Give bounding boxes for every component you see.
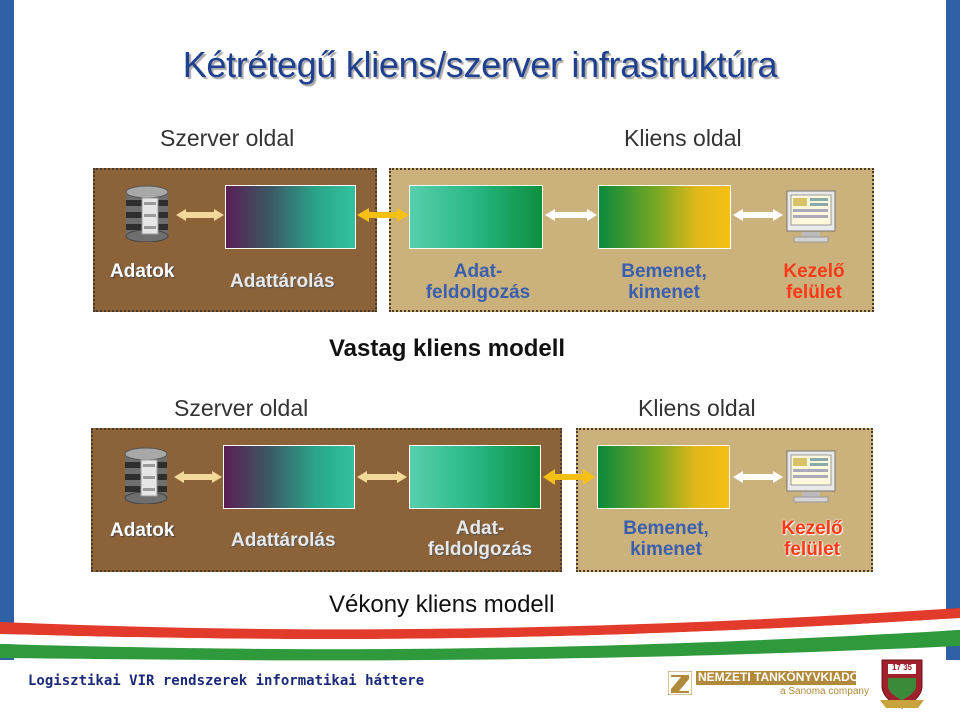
thin-label-kezelo-line2: felület <box>784 539 840 560</box>
thin-label-bemenet-line1: Bemenet, <box>623 518 709 539</box>
thin-server-side-label: Szerver oldal <box>174 395 309 421</box>
thin-label-kezelo: Kezelő felület <box>762 518 862 560</box>
thin-io-layer <box>597 445 730 509</box>
thick-label-adatok: Adatok <box>110 261 175 282</box>
thick-processing-layer <box>409 185 543 249</box>
thick-label-kezelo: Kezelő felület <box>764 261 864 303</box>
thick-label-adatfeldolgozas: Adat- feldolgozás <box>404 261 552 303</box>
arrow-processing-io <box>545 209 597 221</box>
thin-label-adatfeldolgozas: Adat- feldolgozás <box>406 518 554 560</box>
thick-label-kezelo-line1: Kezelő <box>783 261 845 282</box>
thin-label-adattarolas: Adattárolás <box>231 530 336 551</box>
arrow-db-storage-thin <box>174 471 222 483</box>
publisher-sub: a Sanoma company <box>780 686 869 697</box>
thick-label-bemenet: Bemenet, kimenet <box>596 261 732 303</box>
thin-client-side-label: Kliens oldal <box>638 395 756 421</box>
thin-label-bemenet-line2: kimenet <box>630 539 702 560</box>
thick-storage-layer <box>225 185 356 249</box>
thick-label-adatfeldolgozas-line2: feldolgozás <box>425 282 531 303</box>
monitor-icon <box>786 450 836 503</box>
thin-model-title: Vékony kliens modell <box>329 591 555 618</box>
thin-label-adatfeldolgozas-line1: Adat- <box>455 518 505 539</box>
arrow-processing-io-thin <box>543 469 595 485</box>
publisher-logo-icon <box>668 671 692 695</box>
thin-label-adatfeldolgozas-line2: feldolgozás <box>427 539 533 560</box>
database-icon <box>125 185 169 242</box>
arrow-storage-processing <box>357 208 409 222</box>
thick-label-bemenet-line1: Bemenet, <box>621 261 707 282</box>
thick-model-title: Vastag kliens modell <box>329 335 566 362</box>
thin-label-kezelo-line1: Kezelő <box>781 518 843 539</box>
university-crest-icon <box>880 659 924 709</box>
monitor-icon <box>786 190 836 243</box>
left-accent-bar <box>0 0 14 660</box>
thin-label-adatok: Adatok <box>110 520 175 541</box>
publisher-name: NEMZETI TANKÖNYVKIADÓ <box>698 670 860 684</box>
database-icon <box>124 447 168 504</box>
thick-client-side-label: Kliens oldal <box>624 125 742 151</box>
flag-ribbon <box>0 608 960 661</box>
arrow-io-ui <box>733 209 783 221</box>
thick-label-bemenet-line2: kimenet <box>628 282 700 303</box>
arrow-storage-processing-thin <box>357 471 407 483</box>
thick-label-adatfeldolgozas-line1: Adat- <box>453 261 503 282</box>
arrow-io-ui-thin <box>733 471 783 483</box>
publisher-logo-bar <box>696 671 856 685</box>
thin-label-bemenet: Bemenet, kimenet <box>598 518 734 560</box>
thin-processing-layer <box>409 445 541 509</box>
thick-server-side-label: Szerver oldal <box>160 125 295 151</box>
footer-text: Logisztikai VIR rendszerek informatikai … <box>28 673 425 689</box>
slide-title: Kétrétegű kliens/szerver infrastruktúra <box>182 44 778 85</box>
arrow-db-storage <box>176 209 224 221</box>
thick-label-adattarolas: Adattárolás <box>230 271 335 292</box>
right-accent-bar <box>946 0 960 660</box>
thick-label-kezelo-line2: felület <box>786 282 842 303</box>
thin-storage-layer <box>223 445 355 509</box>
thick-io-layer <box>598 185 731 249</box>
crest-year: 17 35 <box>891 663 913 672</box>
publisher-logo: NEMZETI TANKÖNYVKIADÓ a Sanoma company <box>668 669 869 699</box>
